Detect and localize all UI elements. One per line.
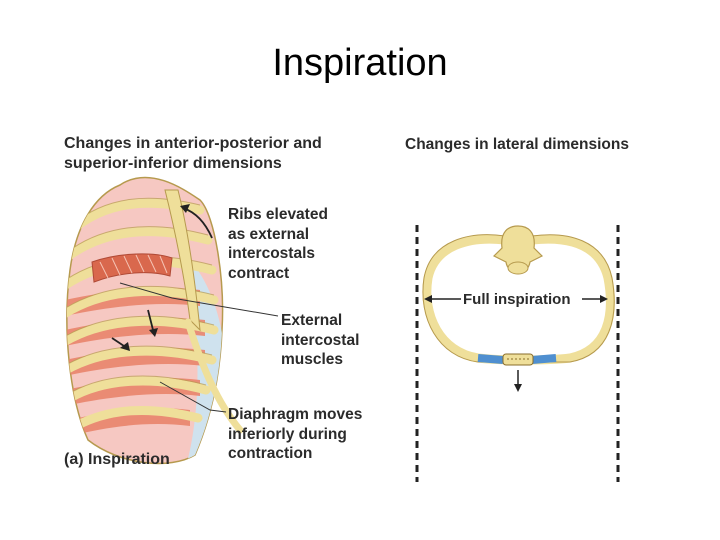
sternum-section — [502, 353, 534, 366]
downward-arrow-2 — [111, 337, 125, 347]
leader-line-external-intercostal — [119, 282, 279, 317]
full-inspiration-label: Full inspiration — [463, 291, 571, 308]
costal-margin — [184, 318, 244, 434]
slide-title: Inspiration — [272, 42, 448, 84]
lateral-cross-section — [415, 225, 620, 482]
costal-cartilage-right — [531, 354, 557, 364]
external-intercostal-label: External intercostal muscles — [281, 312, 360, 368]
right-panel-heading: Changes in lateral dimensions — [405, 136, 629, 153]
leader-line-diaphragm — [159, 381, 227, 413]
left-panel-heading: Changes in anterior-posterior and superi… — [64, 135, 322, 172]
costal-cartilage-left — [477, 354, 504, 364]
ribs-elevated-label: Ribs elevated as external intercostals c… — [228, 206, 328, 282]
panel-caption: (a) Inspiration — [64, 451, 170, 468]
diaphragm-label: Diaphragm moves inferiorly during contra… — [228, 406, 363, 462]
thoracic-cage-illustration — [66, 176, 279, 465]
external-intercostal-highlight — [91, 253, 173, 283]
sternum — [164, 189, 201, 332]
downward-arrow-1 — [147, 309, 154, 331]
